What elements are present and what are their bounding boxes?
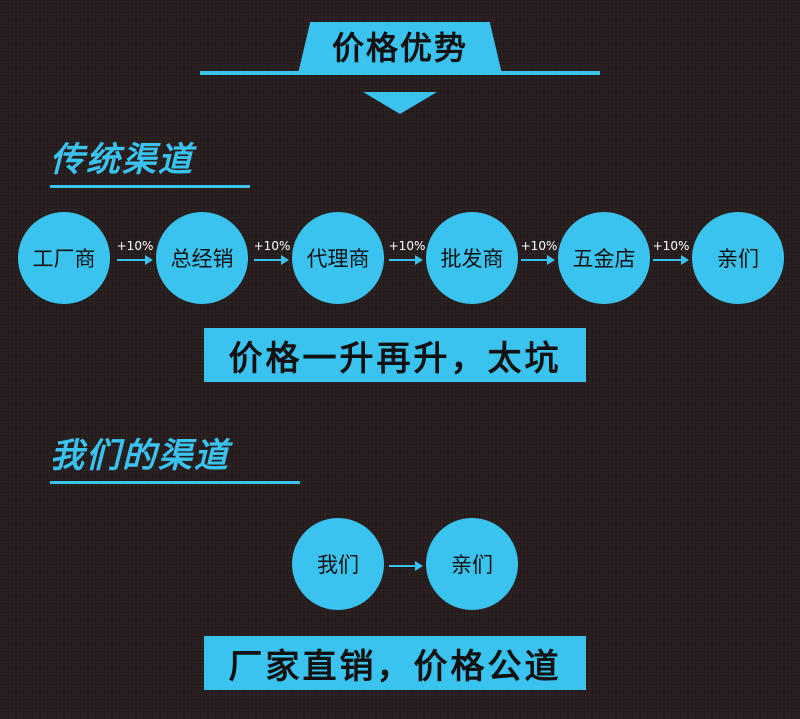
node-wholesaler: 批发商 bbox=[426, 212, 518, 304]
arrow-right-icon bbox=[547, 255, 555, 265]
down-arrow-icon bbox=[363, 92, 437, 114]
markup-label-2: +10% bbox=[253, 239, 291, 253]
arrow-line-2 bbox=[254, 259, 281, 261]
traditional-title-underline bbox=[50, 185, 250, 188]
traditional-channel-title: 传统渠道 bbox=[50, 140, 194, 180]
arrow-line-4 bbox=[521, 259, 547, 261]
arrow-right-icon bbox=[681, 255, 689, 265]
traditional-price-banner: 价格一升再升，太坑 bbox=[204, 328, 586, 382]
arrow-right-icon bbox=[415, 255, 423, 265]
page-title: 价格优势 bbox=[331, 29, 468, 67]
header-banner bbox=[298, 22, 502, 74]
our-channel-title: 我们的渠道 bbox=[50, 436, 230, 476]
node-us: 我们 bbox=[292, 518, 384, 610]
arrow-right-icon bbox=[145, 255, 153, 265]
arrow-right-icon bbox=[415, 561, 423, 571]
node-customers: 亲们 bbox=[692, 212, 784, 304]
arrow-right-icon bbox=[281, 255, 289, 265]
markup-label-5: +10% bbox=[652, 239, 690, 253]
arrow-line-direct bbox=[389, 565, 415, 567]
node-general-distributor: 总经销 bbox=[156, 212, 248, 304]
markup-label-3: +10% bbox=[388, 239, 426, 253]
our-title-underline bbox=[50, 481, 300, 484]
markup-label-1: +10% bbox=[116, 239, 154, 253]
arrow-line-5 bbox=[653, 259, 681, 261]
node-hardware-store: 五金店 bbox=[558, 212, 650, 304]
node-customers-direct: 亲们 bbox=[426, 518, 518, 610]
node-factory: 工厂商 bbox=[18, 212, 110, 304]
arrow-line-3 bbox=[389, 259, 415, 261]
markup-label-4: +10% bbox=[520, 239, 558, 253]
arrow-line-1 bbox=[117, 259, 145, 261]
direct-sales-banner: 厂家直销，价格公道 bbox=[204, 636, 586, 690]
node-agent: 代理商 bbox=[292, 212, 384, 304]
